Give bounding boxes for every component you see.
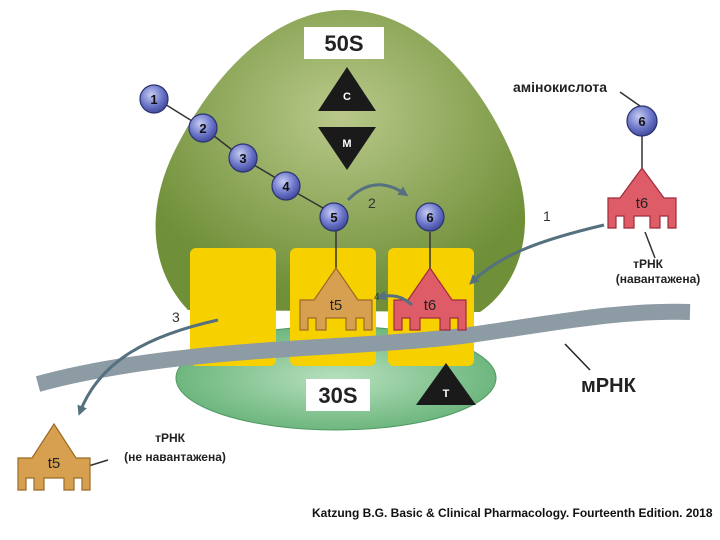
- m-triangle-label: M: [342, 138, 351, 150]
- step-4: 4: [374, 292, 380, 303]
- m-triangle: [318, 127, 376, 170]
- large-subunit-label-box: [304, 27, 384, 59]
- c-triangle: [318, 67, 376, 111]
- step-2: 2: [368, 195, 376, 211]
- amino-acid-3: 3: [228, 143, 258, 173]
- trna-p-site: t5: [299, 266, 373, 331]
- trna-loaded-label-1: тРНК: [633, 257, 664, 271]
- trna-loaded-label-2: (навантажена): [616, 272, 701, 286]
- amino-acid-label: амінокислота: [513, 79, 607, 95]
- svg-text:3: 3: [239, 151, 246, 166]
- svg-text:2: 2: [199, 121, 206, 136]
- amino-acid-6-site: 6: [415, 202, 445, 232]
- amino-acid-1: 1: [139, 84, 169, 114]
- svg-text:6: 6: [426, 210, 433, 225]
- mrna-label: мРНК: [581, 375, 637, 397]
- mrna-strand: [35, 303, 691, 392]
- arrow-step-4: [376, 290, 414, 307]
- amino-acid-4: 4: [271, 171, 301, 201]
- trna-unloaded-label-2: (не навантажена): [124, 450, 226, 464]
- step-1: 1: [543, 208, 551, 224]
- large-subunit: [155, 10, 526, 312]
- svg-text:4: 4: [282, 179, 290, 194]
- large-subunit-label: 50S: [324, 31, 363, 56]
- arrow-step-3: [77, 318, 219, 416]
- e-site-box: [190, 248, 276, 366]
- trna-unloaded-label-1: тРНК: [155, 431, 186, 445]
- step-3: 3: [172, 309, 180, 325]
- t-triangle-label: T: [443, 388, 450, 400]
- amino-acid-6-incoming: 6: [626, 105, 658, 137]
- svg-text:t6: t6: [636, 195, 649, 212]
- small-subunit-label: 30S: [318, 383, 357, 408]
- svg-text:t5: t5: [48, 455, 61, 472]
- amino-acid-5: 5: [319, 202, 349, 232]
- small-subunit-label-box: [306, 379, 370, 411]
- trna-released: t5: [17, 422, 91, 491]
- svg-text:6: 6: [638, 114, 645, 129]
- mrna-pointer: [564, 343, 591, 371]
- svg-text:5: 5: [330, 210, 337, 225]
- citation: Katzung B.G. Basic & Clinical Pharmacolo…: [312, 506, 713, 520]
- trna-incoming: t6: [607, 166, 677, 229]
- arrow-step-2: [346, 183, 409, 202]
- trna-a-site: t6: [393, 266, 467, 331]
- arrow-step-1: [469, 223, 605, 285]
- svg-text:t6: t6: [424, 297, 437, 314]
- svg-text:1: 1: [150, 92, 157, 107]
- t-triangle: [416, 363, 476, 405]
- amino-acid-2: 2: [188, 113, 218, 143]
- c-triangle-label: C: [343, 91, 351, 103]
- svg-text:t5: t5: [330, 297, 343, 314]
